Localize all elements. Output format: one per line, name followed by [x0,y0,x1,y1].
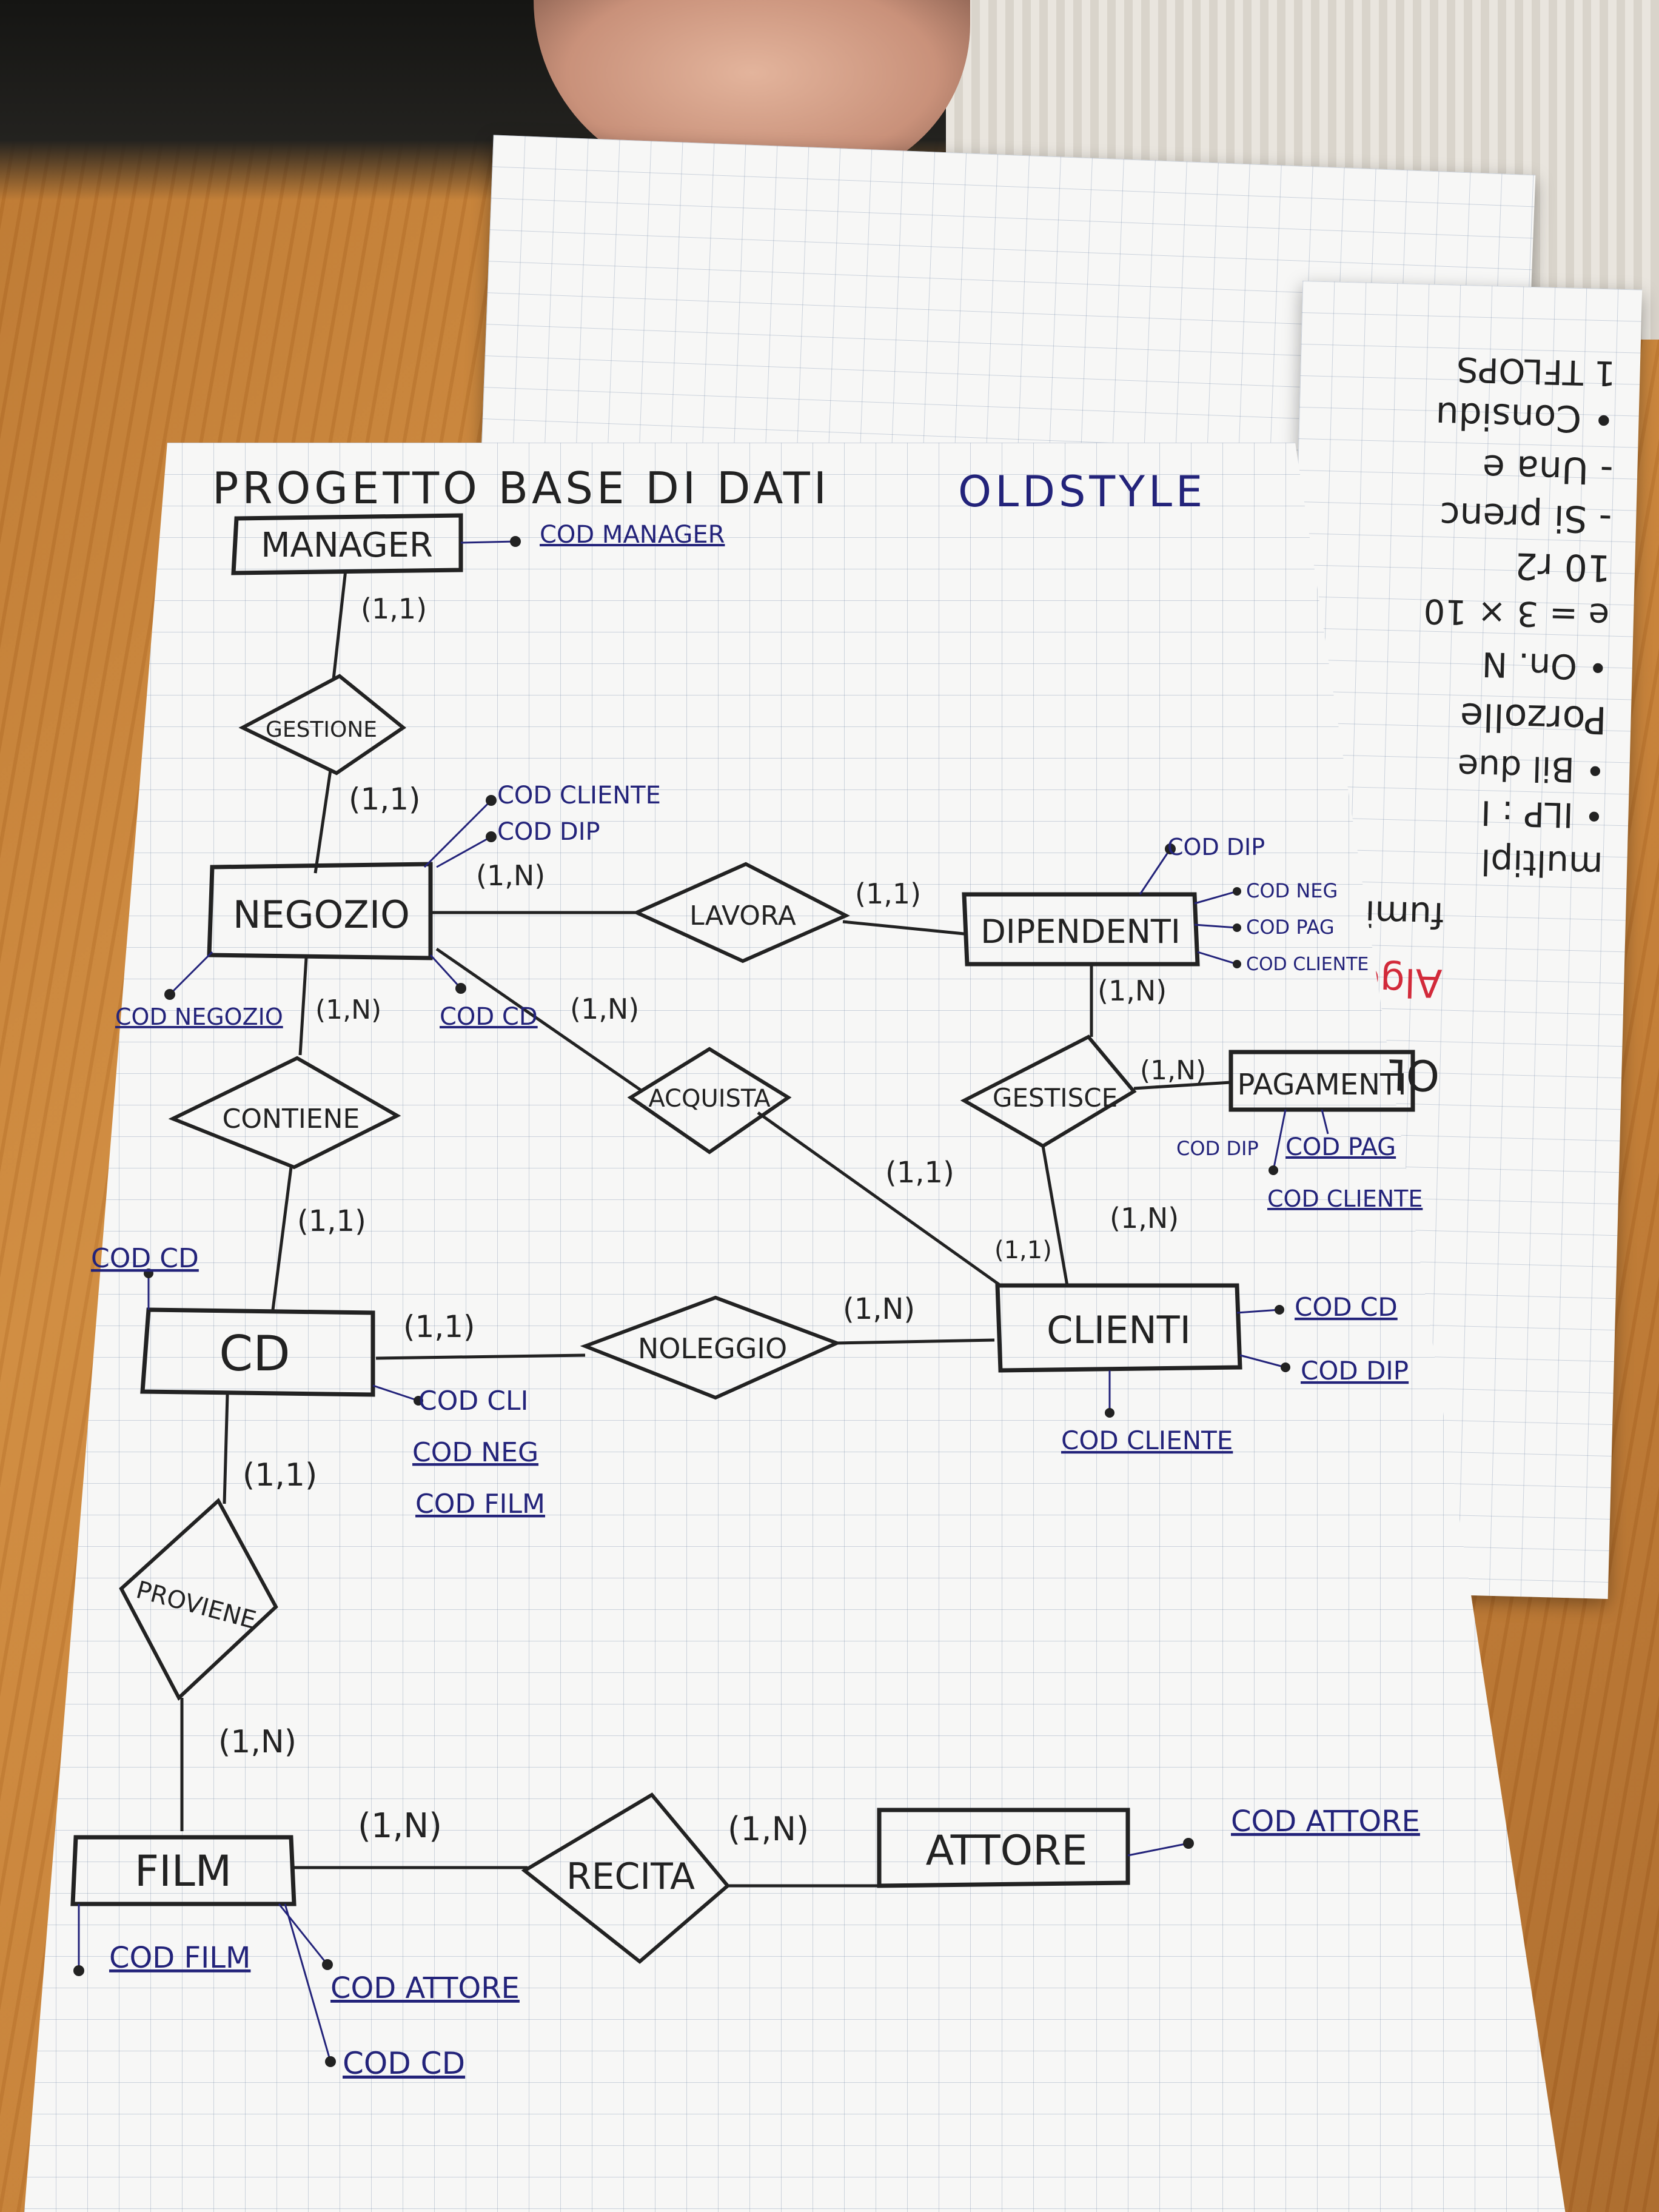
note-line: - Una e [1482,446,1614,492]
attribute: COD NEG [1246,879,1338,902]
note-line: • Considu [1435,394,1615,441]
svg-text:NEGOZIO: NEGOZIO [233,893,410,937]
attribute: COD ATTORE [330,1971,520,2005]
attribute: COD CLI [418,1386,528,1416]
attribute: COD NEGOZIO [115,1004,283,1030]
attribute-lines [78,540,1329,2062]
svg-text:CD: CD [219,1326,290,1382]
cardinality: (1,N) [476,859,545,892]
svg-text:CONTIENE: CONTIENE [223,1104,360,1134]
svg-text:PROVIENE: PROVIENE [133,1576,259,1635]
cardinality: (1,1) [243,1457,317,1493]
cardinality: (1,N) [843,1292,915,1326]
svg-text:DIPENDENTI: DIPENDENTI [980,913,1181,951]
note-line: - Si prenc [1439,494,1613,540]
note-line: • ILP : I [1480,793,1604,835]
attribute: COD CLIENTE [1267,1185,1423,1212]
cardinality: (1,N) [570,993,639,1025]
cardinality: (1,1) [855,877,921,910]
cardinality: (1,1) [361,592,427,625]
note-line: multipl [1480,841,1603,885]
project-name: OLDSTYLE [958,467,1206,517]
relationship-contiene: CONTIENE [168,1056,401,1170]
cardinality: (1,N) [1140,1055,1206,1086]
attribute: COD PAG [1246,916,1335,939]
note-line: • On. N [1481,644,1609,686]
cardinality: (1,1) [403,1309,475,1344]
svg-text:FILM: FILM [135,1846,232,1896]
svg-text:RECITA: RECITA [566,1855,695,1898]
relationship-gestisce: GESTISCE [960,1034,1137,1148]
svg-text:CLIENTI: CLIENTI [1047,1308,1191,1352]
cardinality: (1,N) [218,1724,297,1760]
attribute: COD CLIENTE [1246,954,1369,975]
note-line: Porzolle [1460,694,1607,742]
svg-text:LAVORA: LAVORA [689,900,796,931]
note-line: e = 3 × 10 [1423,591,1610,635]
cardinality-labels: (1,1) (1,1) (1,N) (1,1) (1,N) (1,N) (1,N… [218,592,1206,1848]
entity-pagamenti: PAGAMENTI [1228,1050,1415,1112]
svg-text:MANAGER: MANAGER [261,526,433,565]
cardinality: (1,1) [885,1156,954,1190]
attribute-dots [73,536,1290,2067]
attribute: COD CD [91,1243,199,1274]
diagram-title: PROGETTO BASE DI DATI [212,463,830,514]
attribute: COD CD [343,2046,465,2081]
attribute: COD CD [440,1003,538,1031]
relationship-recita: RECITA [521,1792,731,1964]
cardinality: (1,N) [728,1810,809,1848]
attribute: COD CD [1295,1292,1398,1322]
entity-dipendenti: DIPENDENTI [962,892,1200,967]
svg-text:NOLEGGIO: NOLEGGIO [638,1332,787,1365]
attribute: COD PAG [1285,1133,1396,1161]
attribute: COD CLIENTE [1061,1426,1233,1455]
svg-text:PAGAMENTI: PAGAMENTI [1237,1068,1406,1102]
note-line: 1 TFLOPS [1456,349,1616,393]
attribute: COD FILM [109,1941,250,1975]
entity-film: FILM [70,1835,297,1906]
relationship-gestione: GESTIONE [238,674,407,776]
attribute: COD NEG [412,1437,538,1468]
cardinality: (1,N) [1110,1202,1179,1235]
note-line: 10 r2 [1514,544,1611,589]
cardinality: (1,1) [349,782,421,817]
relationship-edges [180,569,1232,1888]
relationship-acquista: ACQUISTA [627,1047,792,1155]
svg-text:GESTISCE: GESTISCE [993,1083,1118,1113]
notes-svg: multipl • ILP : I • Bil due Porzolle • O… [1314,349,1617,1101]
relationship-proviene: PROVIENE [119,1498,278,1701]
entity-clienti: CLIENTI [995,1283,1242,1373]
entity-manager: MANAGER [231,513,463,575]
cardinality: (1,N) [1098,974,1167,1007]
attribute: COD DIP [497,818,600,846]
cardinality: (1,N) [315,994,381,1025]
attribute: COD ATTORE [1231,1805,1420,1838]
entity-attore: ATTORE [877,1808,1130,1888]
relationship-noleggio: NOLEGGIO [580,1295,842,1400]
cardinality: (1,1) [297,1204,366,1238]
svg-text:ATTORE: ATTORE [926,1827,1088,1875]
attribute: COD DIP [1167,834,1265,860]
attribute: COD DIP [1301,1356,1409,1386]
attribute-labels: COD MANAGER COD CLIENTE COD DIP COD NEGO… [91,521,1423,2081]
attribute: COD CLIENTE [497,782,661,809]
upside-down-notes-sheet: multipl • ILP : I • Bil due Porzolle • O… [1268,281,1643,1599]
attribute: COD DIP [1176,1137,1259,1160]
cardinality: (1,1) [994,1236,1052,1264]
attribute: COD MANAGER [540,521,725,549]
svg-text:ACQUISTA: ACQUISTA [648,1085,771,1113]
svg-text:GESTIONE: GESTIONE [266,717,377,742]
relationship-lavora: LAVORA [632,862,850,964]
attribute: COD FILM [415,1489,545,1520]
entity-cd: CD [140,1307,375,1397]
cardinality: (1,N) [358,1806,442,1846]
entity-negozio: NEGOZIO [207,862,433,960]
note-line: • Bil due [1457,746,1606,789]
